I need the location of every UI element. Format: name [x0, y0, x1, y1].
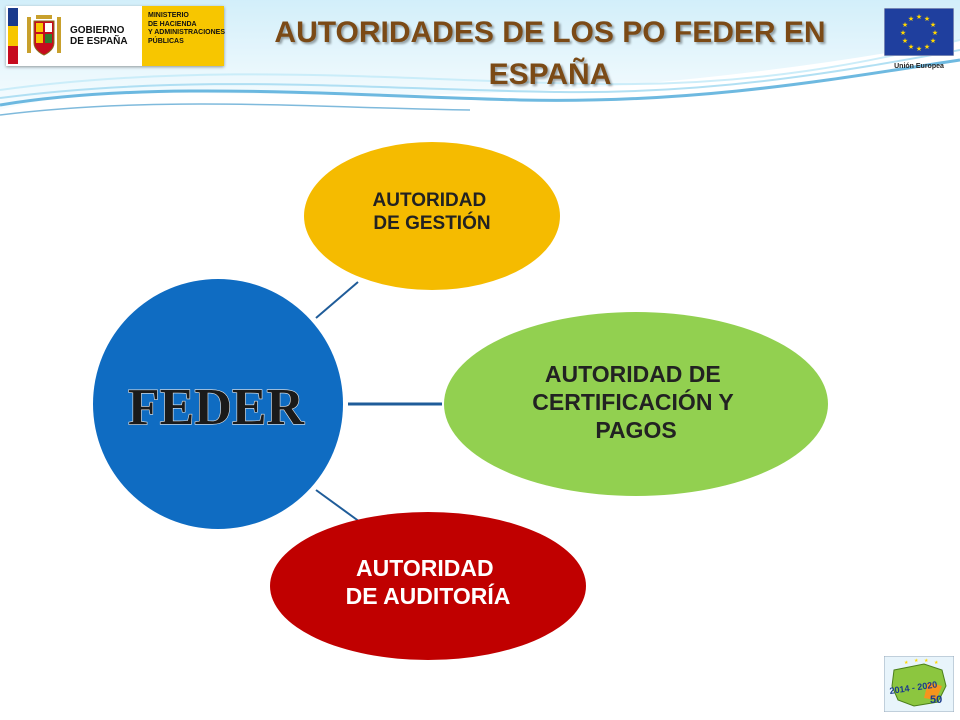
node-auditoria-label: AUTORIDAD DE AUDITORÍA: [346, 555, 511, 609]
svg-text:★: ★: [916, 45, 922, 53]
ministry-line4: PÚBLICAS: [148, 37, 184, 45]
gobierno-logo: GOBIERNO DE ESPAÑA MINISTERIO DE HACIEND…: [6, 6, 226, 66]
page-title: AUTORIDADES DE LOS PO FEDER EN ESPAÑA: [250, 12, 850, 96]
connector-auditoria: [315, 489, 361, 523]
ministry-label: MINISTERIO DE HACIENDA Y ADMINISTRACIONE…: [142, 6, 226, 66]
spain-flag-stripe: [8, 8, 18, 64]
svg-text:★: ★: [902, 37, 908, 45]
ministry-line3: Y ADMINISTRACIONES: [148, 29, 226, 36]
coat-of-arms-icon: [27, 15, 61, 56]
slide-number: 50: [930, 694, 943, 706]
svg-text:★: ★: [934, 660, 939, 666]
svg-text:★: ★: [908, 15, 914, 23]
node-certificacion-line1: AUTORIDAD DE: [545, 361, 721, 387]
eu-logo: ★ ★ ★ ★ ★ ★ ★ ★ ★ ★ ★ ★ Unión Europea: [883, 7, 955, 70]
title-line2: ESPAÑA: [488, 58, 612, 91]
eu-caption: Unión Europea: [894, 63, 944, 70]
feder-circle: [93, 279, 343, 529]
gov-name-line1: GOBIERNO: [70, 25, 125, 36]
eu-flag-icon: ★ ★ ★ ★ ★ ★ ★ ★ ★ ★ ★ ★: [883, 7, 955, 57]
svg-text:★: ★: [924, 43, 930, 51]
svg-text:★: ★: [932, 29, 938, 37]
node-gestion: [304, 142, 560, 290]
node-auditoria-line1: AUTORIDAD: [356, 555, 494, 581]
node-auditoria-line2: DE AUDITORÍA: [346, 582, 511, 609]
node-gestion-line2: DE GESTIÓN: [373, 212, 490, 234]
svg-text:★: ★: [900, 29, 906, 37]
ministry-line1: MINISTERIO: [148, 12, 189, 19]
svg-text:★: ★: [916, 13, 922, 21]
node-certificacion-label: AUTORIDAD DE CERTIFICACIÓN Y PAGOS: [532, 361, 739, 443]
ministry-line2: DE HACIENDA: [148, 20, 197, 28]
svg-text:★: ★: [924, 15, 930, 23]
connector-gestion: [315, 281, 359, 319]
node-certificacion-line2: CERTIFICACIÓN Y: [532, 388, 733, 415]
period-2014-2020-logo: ★★★★ 2014 - 2020: [884, 656, 954, 712]
node-gestion-label: AUTORIDAD DE GESTIÓN: [373, 190, 492, 234]
svg-text:★: ★: [924, 658, 929, 664]
svg-text:★: ★: [908, 43, 914, 51]
title-line1: AUTORIDADES DE LOS PO FEDER EN: [274, 16, 826, 49]
svg-text:★: ★: [904, 660, 909, 666]
svg-text:★: ★: [930, 21, 936, 29]
feder-label: FEDER: [128, 379, 306, 436]
svg-text:★: ★: [930, 37, 936, 45]
node-gestion-line1: AUTORIDAD: [373, 190, 487, 211]
gov-name-line2: DE ESPAÑA: [70, 36, 128, 47]
node-certificacion-line3: PAGOS: [595, 417, 676, 443]
node-auditoria: [270, 512, 586, 660]
svg-text:★: ★: [914, 658, 919, 664]
node-certificacion: [444, 312, 828, 496]
gobierno-name: GOBIERNO DE ESPAÑA: [70, 25, 128, 47]
svg-text:★: ★: [902, 21, 908, 29]
